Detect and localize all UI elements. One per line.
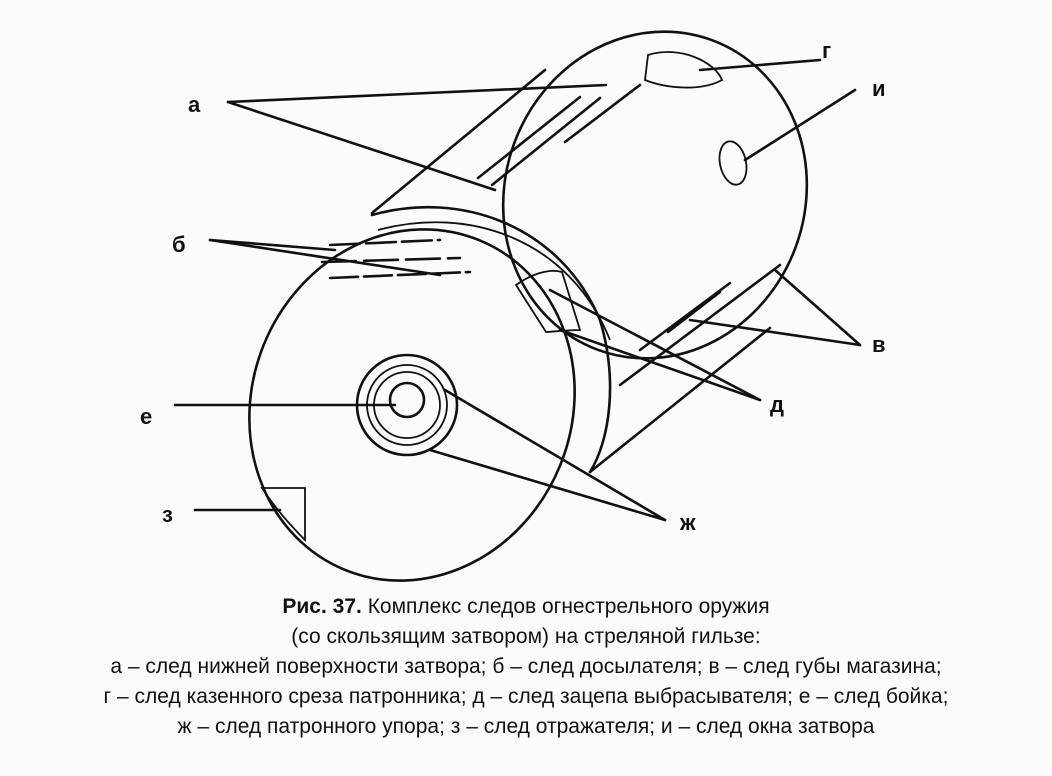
caption-title-line1: Рис. 37. Комплекс следов огнестрельного … <box>0 592 1052 622</box>
caption-legend-line1: а – след нижней поверхности затвора; б –… <box>110 655 942 678</box>
groove-ring-inner <box>377 221 611 341</box>
chamber-cut-trace <box>644 51 724 89</box>
case-head-outline <box>248 228 576 582</box>
label-zh: ж <box>679 510 696 535</box>
case-bottom-edge <box>588 326 772 474</box>
label-e: е <box>140 404 152 429</box>
label-v: в <box>872 332 886 357</box>
caption-title-text: Комплекс следов огнестрельного оружия <box>361 595 770 618</box>
label-b: б <box>172 232 186 257</box>
bolt-surface-traces <box>476 83 642 187</box>
label-z: з <box>162 502 173 527</box>
groove-side <box>588 318 612 474</box>
extractor-hook-trace <box>514 270 582 333</box>
label-g: г <box>822 38 831 63</box>
caption-title-line2: (со скользящим затвором) на стреляной ги… <box>291 625 761 648</box>
bolt-window-trace <box>718 140 748 186</box>
label-d: д <box>770 392 784 417</box>
figure-caption: Рис. 37. Комплекс следов огнестрельного … <box>0 592 1052 742</box>
figure-number: Рис. 37. <box>282 595 362 618</box>
ejector-trace <box>260 487 306 543</box>
label-i: и <box>872 76 886 101</box>
case-rim-outline <box>501 30 809 360</box>
label-a: а <box>188 92 201 117</box>
magazine-lip-traces <box>618 263 782 387</box>
firing-pin-trace <box>388 381 426 419</box>
case-top-edge <box>370 68 547 215</box>
rammer-traces <box>320 238 472 280</box>
leader-lines <box>173 58 862 522</box>
groove-ring-outer <box>370 205 602 322</box>
cartridge-case-diagram: а б в г д е ж з и <box>140 30 886 582</box>
caption-legend-line3: ж – след патронного упора; з – след отра… <box>177 715 875 738</box>
cartridge-body <box>248 30 809 582</box>
caption-legend-line2: г – след казенного среза патронника; д –… <box>103 685 949 708</box>
